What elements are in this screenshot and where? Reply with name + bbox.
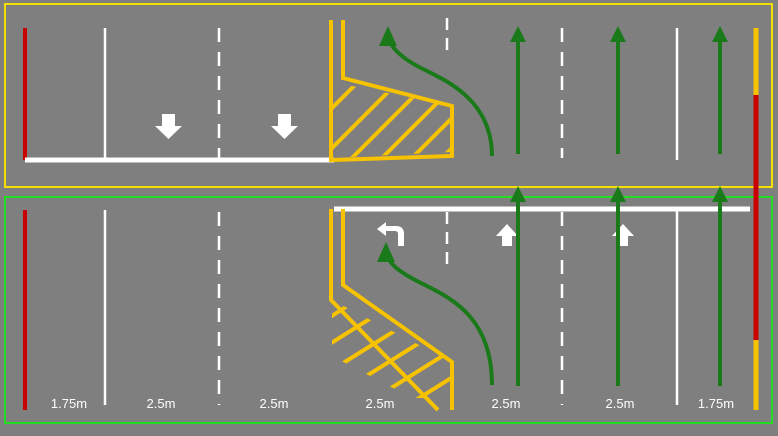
left-turn-path-arrow-icon — [384, 249, 494, 386]
lane-width-label: 2.5m — [492, 396, 521, 411]
u-turn-arrow-icon — [377, 222, 404, 246]
lane-width-label: 1.75m — [51, 396, 87, 411]
lane-width-label: 2.5m — [147, 396, 176, 411]
lane-width-label: 2.5m — [366, 396, 395, 411]
upper-zone-frame — [4, 3, 773, 188]
lower-channelization-inner — [341, 209, 454, 410]
lane-width-label: 2.5m — [260, 396, 289, 411]
left-turn-path-arrow-icon — [386, 33, 494, 157]
lower-channelization-outline — [329, 209, 440, 412]
straight-arrow-icon — [496, 224, 518, 246]
straight-arrow-head — [610, 26, 626, 42]
straight-arrow-head — [510, 26, 526, 42]
upper-channelization-outline — [329, 20, 454, 163]
left-turn-path-arrow-head — [377, 242, 395, 262]
straight-arrow-head — [712, 26, 728, 42]
down-arrow-icon — [271, 114, 298, 139]
straight-arrow-head — [510, 186, 526, 202]
straight-arrow-head — [610, 186, 626, 202]
down-arrow-icon — [155, 114, 182, 139]
straight-arrow-icon — [612, 224, 634, 246]
lane-width-label: 1.75m — [698, 396, 734, 411]
left-turn-path-arrow-head — [379, 26, 397, 46]
straight-arrow-head — [712, 186, 728, 202]
lower-zone-frame — [4, 196, 773, 424]
lane-width-label: 2.5m — [606, 396, 635, 411]
